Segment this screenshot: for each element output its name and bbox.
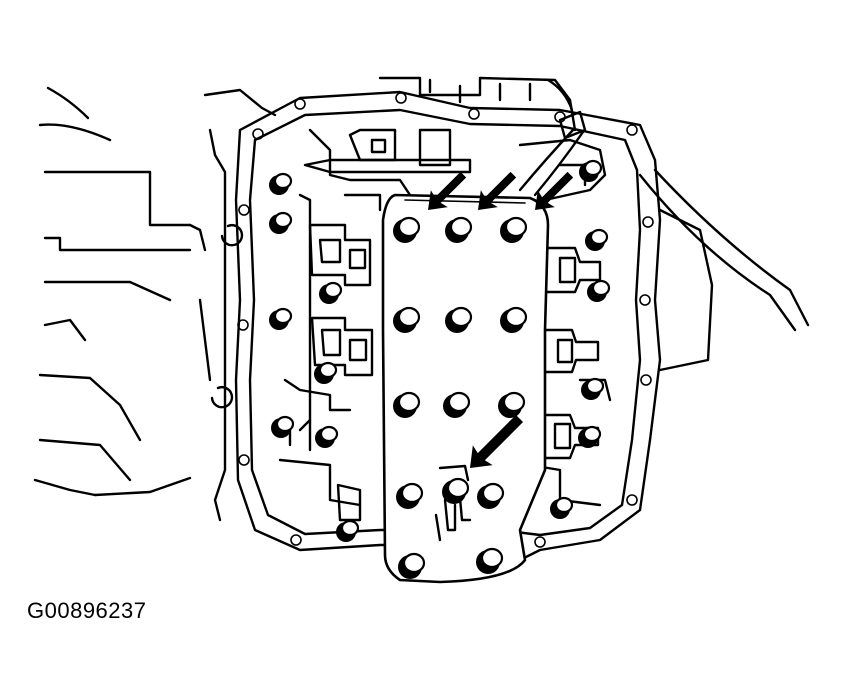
case-bolt: [585, 228, 609, 251]
solenoid-right-lower: [533, 413, 600, 460]
case-bolt: [336, 519, 360, 542]
transmission-case-flange: [234, 90, 662, 562]
case-bolt: [579, 159, 603, 182]
plate-bolt: [393, 216, 421, 243]
snap-rings: [210, 224, 244, 409]
plate-bolt: [498, 391, 526, 418]
case-bolt: [581, 377, 605, 400]
case-bolt: [319, 281, 343, 304]
case-bolts: [269, 159, 611, 542]
case-bolt: [587, 279, 611, 302]
plate-bolt: [445, 216, 473, 243]
plate-bolts: [393, 216, 528, 579]
transmission-housing: [33, 86, 277, 522]
figure-id-label: G00896237: [27, 598, 147, 623]
arrow-bolt-2: [478, 171, 517, 210]
case-bolt: [269, 211, 293, 234]
plate-bolt: [476, 547, 504, 574]
case-bolt: [550, 496, 574, 519]
plate-bolt: [443, 391, 471, 418]
plate-bolt: [393, 306, 421, 333]
plate-bolt: [500, 216, 528, 243]
plate-bolt: [477, 482, 505, 509]
indicator-arrows: [428, 171, 574, 468]
case-bolt: [315, 425, 339, 448]
case-bolt: [271, 415, 295, 438]
plate-bolt: [393, 391, 421, 418]
arrow-bolt-3: [535, 171, 574, 210]
arrow-bolt-1: [428, 171, 467, 210]
plate-bolt: [445, 306, 473, 333]
case-bolt: [269, 172, 293, 195]
case-bolt: [578, 425, 602, 448]
valve-body-channels: [278, 128, 612, 522]
valve-body-plate: [381, 193, 550, 584]
case-bolt: [314, 361, 338, 384]
plate-bolt: [398, 552, 426, 579]
case-bolt: [269, 307, 293, 330]
plate-bolt: [396, 482, 424, 509]
detent-spring-area: [434, 464, 472, 542]
arrow-bolt-lower: [470, 414, 524, 468]
plate-bolt: [500, 306, 528, 333]
solenoid-right-middle: [538, 328, 600, 374]
solenoid-left-upper: [308, 223, 372, 287]
wire-harness-connector: [378, 76, 810, 372]
